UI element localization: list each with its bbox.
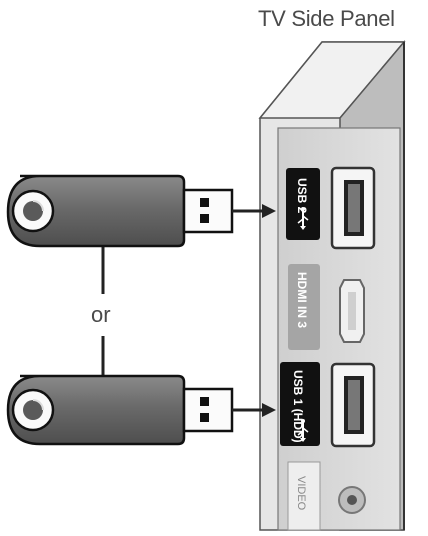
- usb-symbol-icon: [297, 419, 309, 442]
- usb-flash-drive-bottom: [6, 374, 276, 446]
- video-label: VIDEO: [295, 476, 307, 511]
- arrow-icon: [262, 403, 276, 417]
- tv-side-panel: [258, 39, 406, 531]
- usb-symbol-icon: [297, 207, 309, 230]
- or-label: or: [91, 302, 111, 327]
- usb-1-hdd-port: USB 1 (HDD): [280, 362, 376, 448]
- usb-2-label: USB 2: [295, 178, 309, 214]
- hdmi-in-3-label: HDMI IN 3: [295, 272, 309, 328]
- arrow-icon: [262, 204, 276, 218]
- hdmi-in-3-port: HDMI IN 3: [288, 264, 365, 350]
- usb-1-hdd-label: USB 1 (HDD): [291, 370, 305, 443]
- usb-flash-drive-top: [6, 174, 276, 248]
- usb-2-port: USB 2: [286, 166, 376, 250]
- diagram-title: TV Side Panel: [258, 6, 395, 31]
- video-port: VIDEO: [287, 461, 366, 531]
